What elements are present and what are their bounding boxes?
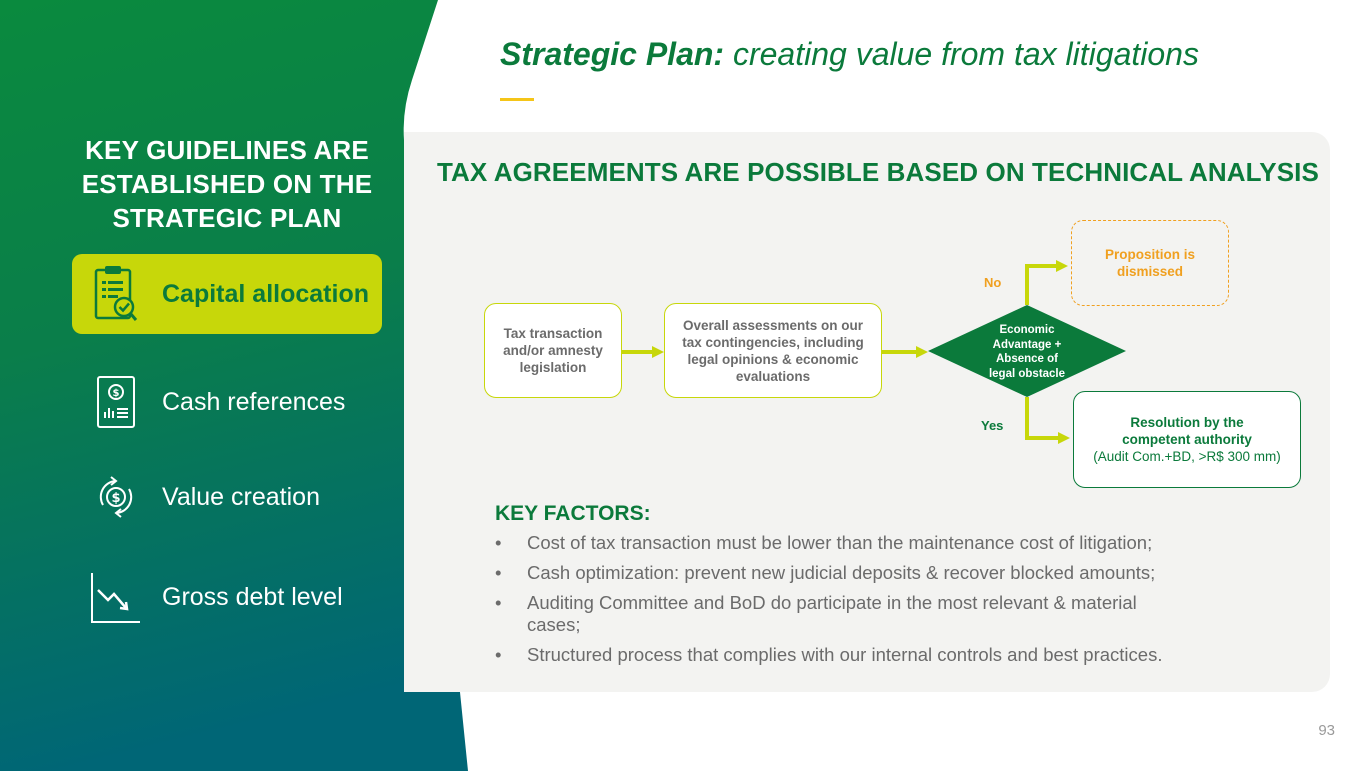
flow-step-text: Overall assessments on our tax contingen…: [682, 317, 864, 384]
decision-line: legal obstacle: [988, 367, 1066, 380]
no-label: No: [984, 275, 1002, 290]
outcome-line: Resolution by the: [1130, 415, 1244, 430]
arrow-yes-branch: [1025, 397, 1060, 440]
page-title: Strategic Plan: creating value from tax …: [500, 36, 1199, 73]
arrow-no-branch: [1025, 264, 1058, 305]
key-factor-item: Cash optimization: prevent new judicial …: [495, 562, 1215, 584]
guideline-label: Gross debt level: [162, 582, 343, 611]
flow-step-tax-transaction: Tax transaction and/or amnesty legislati…: [484, 303, 622, 398]
outcome-note: (Audit Com.+BD, >R$ 300 mm): [1093, 449, 1281, 464]
guideline-label: Value creation: [162, 482, 320, 511]
guideline-gross-debt-level[interactable]: Gross debt level: [72, 557, 382, 637]
key-factor-item: Structured process that complies with ou…: [495, 644, 1215, 666]
guideline-capital-allocation[interactable]: Capital allocation: [72, 254, 382, 334]
decision-line: Absence of: [996, 353, 1058, 365]
outcome-text: Proposition is dismissed: [1104, 247, 1195, 279]
guideline-value-creation[interactable]: $ Value creation: [72, 457, 382, 537]
guideline-label: Cash references: [162, 387, 346, 416]
dollar-cycle-icon: $: [90, 467, 142, 527]
flow-step-text: Tax transaction and/or amnesty legislati…: [503, 326, 603, 375]
yes-label: Yes: [981, 418, 1004, 433]
clipboard-check-icon: [90, 264, 142, 324]
card-title: TAX AGREEMENTS ARE POSSIBLE BASED ON TEC…: [437, 157, 1319, 187]
arrowhead: [652, 346, 664, 358]
guideline-cash-references[interactable]: $ Cash references: [72, 362, 382, 442]
key-factor-item: Auditing Committee and BoD do participat…: [495, 592, 1167, 636]
arrowhead: [1056, 260, 1068, 272]
page-title-bold: Strategic Plan:: [500, 36, 725, 72]
guideline-label: Capital allocation: [162, 279, 369, 308]
outcome-dismissed: Proposition is dismissed: [1071, 220, 1229, 306]
key-factors-title: KEY FACTORS:: [495, 502, 651, 525]
downtrend-chart-icon: [90, 567, 142, 627]
decision-line: Advantage +: [992, 338, 1062, 351]
decision-line: Economic: [999, 324, 1055, 336]
outcome-line: competent authority: [1122, 432, 1252, 447]
key-factor-item: Cost of tax transaction must be lower th…: [495, 532, 1215, 554]
svg-text:$: $: [111, 491, 120, 506]
title-accent-line: [500, 98, 534, 101]
page-number: 93: [1318, 722, 1335, 739]
outcome-resolution: Resolution by the competent authority (A…: [1073, 391, 1301, 488]
arrowhead: [916, 346, 928, 358]
key-factors-list: Cost of tax transaction must be lower th…: [495, 532, 1215, 674]
left-panel-background: [0, 0, 468, 771]
flow-step-overall-assessments: Overall assessments on our tax contingen…: [664, 303, 882, 398]
page-title-rest: creating value from tax litigations: [732, 36, 1199, 72]
svg-text:$: $: [113, 388, 120, 399]
decision-text: Economic Advantage + Absence of legal ob…: [968, 323, 1086, 381]
cash-report-icon: $: [90, 372, 142, 432]
guidelines-headline: KEY GUIDELINES ARE ESTABLISHED ON THE ST…: [81, 135, 373, 233]
arrowhead: [1058, 432, 1070, 444]
decision-diamond: [928, 305, 1126, 397]
